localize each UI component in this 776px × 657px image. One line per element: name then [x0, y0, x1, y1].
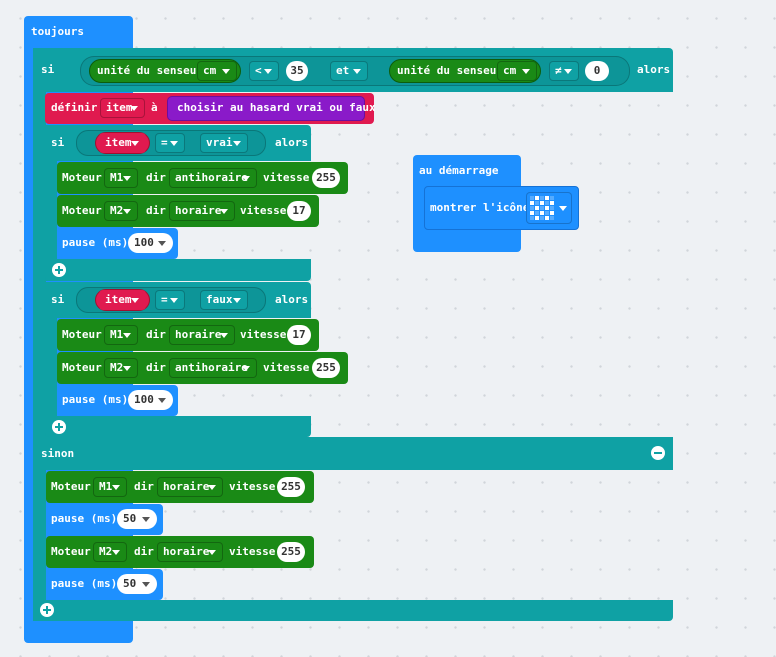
- then-keyword-2: alors: [275, 293, 309, 306]
- motor-label: Moteur: [62, 204, 102, 217]
- motor-label: Moteur: [51, 480, 91, 493]
- show-icon-label: montrer l'icône: [430, 201, 530, 214]
- on-start-label: au démarrage: [419, 164, 499, 177]
- motor-dropdown-2[interactable]: M2: [104, 201, 138, 221]
- pause-label: pause (ms): [51, 577, 118, 590]
- if-else-bottom: [33, 437, 673, 470]
- if-keyword: si: [41, 63, 55, 76]
- pause-label: pause (ms): [62, 236, 129, 249]
- motor-dropdown-1[interactable]: M1: [104, 168, 138, 188]
- add-else-if-icon[interactable]: [40, 603, 54, 617]
- direction-dropdown-5[interactable]: horaire: [157, 477, 223, 497]
- direction-dropdown-6[interactable]: horaire: [157, 542, 223, 562]
- speed-value-1[interactable]: 255: [312, 168, 340, 188]
- equals-op-2[interactable]: =: [155, 290, 185, 310]
- equals-op-1[interactable]: =: [155, 133, 185, 153]
- if-block-2-spine: [45, 282, 57, 437]
- dotted-grid-icon: [530, 196, 554, 220]
- direction-dropdown-3[interactable]: horaire: [169, 325, 235, 345]
- speed-value-4[interactable]: 255: [312, 358, 340, 378]
- if-block-1-spine: [45, 125, 57, 281]
- if-block-2-footer: [45, 416, 311, 437]
- else-keyword: sinon: [41, 447, 75, 460]
- dir-label: dir: [146, 361, 166, 374]
- compare-op-2[interactable]: ≠: [549, 61, 579, 81]
- if-block-1-footer: [45, 259, 311, 281]
- sensor-label-1: unité du senseur: [97, 64, 203, 77]
- speed-label: vitesse: [240, 328, 287, 341]
- variable-dropdown-1[interactable]: item: [99, 133, 146, 153]
- add-else-icon-1[interactable]: [52, 263, 66, 277]
- sensor-label-2: unité du senseur: [397, 64, 503, 77]
- forever-label: toujours: [31, 25, 84, 38]
- unit-dropdown-1[interactable]: cm: [197, 61, 237, 81]
- unit-dropdown-2[interactable]: cm: [497, 61, 537, 81]
- motor-label: Moteur: [62, 171, 102, 184]
- pause-value-4[interactable]: 50: [117, 574, 157, 594]
- icon-dropdown[interactable]: [526, 192, 572, 224]
- speed-value-6[interactable]: 255: [277, 542, 305, 562]
- motor-dropdown-6[interactable]: M2: [93, 542, 127, 562]
- boolean-dropdown-vrai[interactable]: vrai: [200, 133, 248, 153]
- motor-label: Moteur: [62, 361, 102, 374]
- pause-value-3[interactable]: 50: [117, 509, 157, 529]
- add-else-icon-2[interactable]: [52, 420, 66, 434]
- if-else-footer: [33, 600, 673, 621]
- value-0[interactable]: 0: [585, 61, 609, 81]
- direction-dropdown-4[interactable]: antihoraire: [169, 358, 257, 378]
- motor-dropdown-3[interactable]: M1: [104, 325, 138, 345]
- speed-value-2[interactable]: 17: [287, 201, 311, 221]
- speed-label: vitesse: [229, 545, 276, 558]
- to-label: à: [151, 101, 158, 114]
- pause-label: pause (ms): [51, 512, 118, 525]
- dir-label: dir: [134, 480, 154, 493]
- if-keyword-1: si: [51, 136, 65, 149]
- if-keyword-2: si: [51, 293, 65, 306]
- direction-dropdown-1[interactable]: antihoraire: [169, 168, 257, 188]
- value-35[interactable]: 35: [286, 61, 308, 81]
- random-label: choisir au hasard vrai ou faux: [177, 101, 376, 114]
- and-dropdown[interactable]: et: [330, 61, 368, 81]
- dir-label: dir: [146, 204, 166, 217]
- speed-value-5[interactable]: 255: [277, 477, 305, 497]
- chevron-down-icon: [559, 206, 567, 211]
- then-keyword-1: alors: [275, 136, 309, 149]
- motor-dropdown-5[interactable]: M1: [93, 477, 127, 497]
- dir-label: dir: [134, 545, 154, 558]
- speed-label: vitesse: [240, 204, 287, 217]
- variable-dropdown-set[interactable]: item: [100, 98, 145, 118]
- speed-label: vitesse: [263, 361, 310, 374]
- set-label: définir: [51, 101, 98, 114]
- speed-label: vitesse: [229, 480, 276, 493]
- variable-dropdown-2[interactable]: item: [99, 290, 146, 310]
- remove-else-icon[interactable]: [651, 446, 665, 460]
- motor-dropdown-4[interactable]: M2: [104, 358, 138, 378]
- speed-label: vitesse: [263, 171, 310, 184]
- pause-label: pause (ms): [62, 393, 129, 406]
- boolean-dropdown-faux[interactable]: faux: [200, 290, 248, 310]
- motor-label: Moteur: [51, 545, 91, 558]
- if-else-spine: [33, 48, 46, 621]
- random-boolean-block[interactable]: [167, 96, 365, 121]
- direction-dropdown-2[interactable]: horaire: [169, 201, 235, 221]
- dir-label: dir: [146, 171, 166, 184]
- pause-value-1[interactable]: 100: [128, 233, 173, 253]
- compare-op-1[interactable]: <: [249, 61, 279, 81]
- dir-label: dir: [146, 328, 166, 341]
- pause-value-2[interactable]: 100: [128, 390, 173, 410]
- motor-label: Moteur: [62, 328, 102, 341]
- speed-value-3[interactable]: 17: [287, 325, 311, 345]
- then-keyword: alors: [637, 63, 671, 76]
